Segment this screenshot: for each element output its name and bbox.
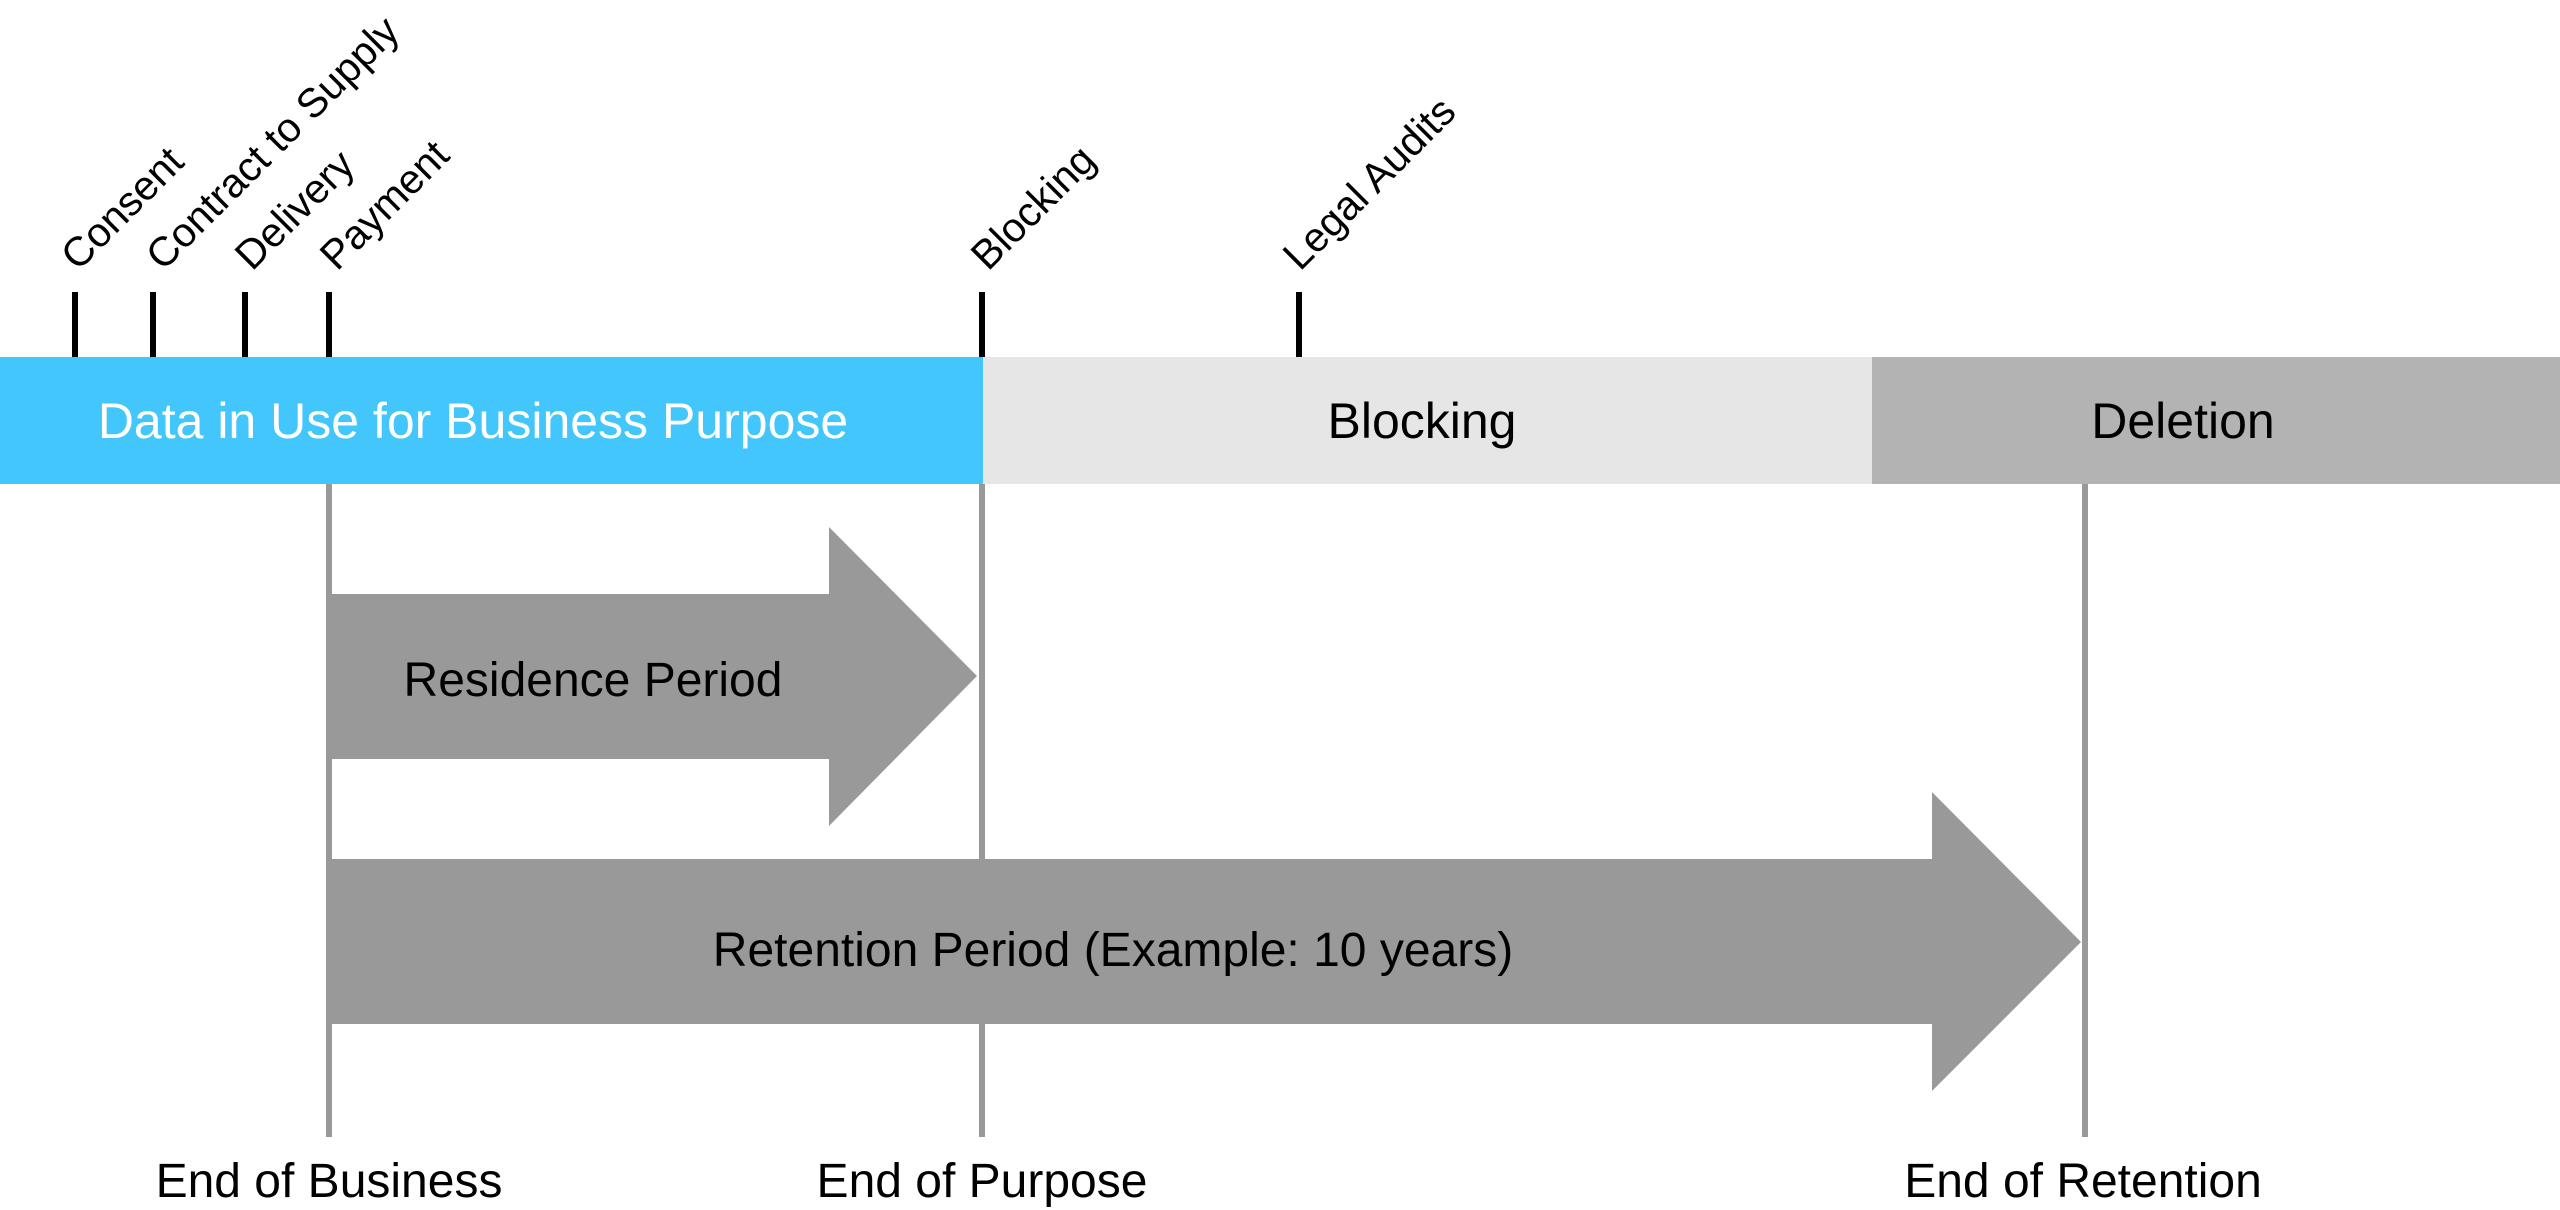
milestone-lines (326, 484, 2088, 1137)
period-arrows: Residence Period Retention Period (Examp… (329, 527, 2081, 1091)
retention-period-arrow (329, 792, 2081, 1091)
phase-blocking (983, 357, 1872, 484)
event-label-blocking: Blocking (962, 136, 1104, 278)
milestone-label-end-of-purpose: End of Purpose (817, 1155, 1148, 1208)
phase-business-purpose-label: Data in Use for Business Purpose (98, 393, 848, 449)
event-labels: Consent Contract to Supply Delivery Paym… (52, 7, 1464, 278)
phase-deletion-label: Deletion (2091, 393, 2274, 449)
residence-period-arrow (329, 527, 977, 826)
event-ticks (72, 292, 1302, 357)
milestone-labels: End of Business End of Purpose End of Re… (156, 1155, 2262, 1208)
event-label-legal-audits: Legal Audits (1274, 88, 1464, 278)
retention-period-label: Retention Period (Example: 10 years) (713, 924, 1513, 977)
phase-business-purpose (0, 357, 983, 484)
milestone-label-end-of-retention: End of Retention (1904, 1155, 2262, 1208)
residence-period-label: Residence Period (404, 654, 783, 707)
phase-blocking-label: Blocking (1328, 393, 1517, 449)
phase-deletion (1872, 357, 2560, 484)
phase-bar: Data in Use for Business Purpose Blockin… (0, 357, 2560, 484)
milestone-label-end-of-business: End of Business (156, 1155, 503, 1208)
